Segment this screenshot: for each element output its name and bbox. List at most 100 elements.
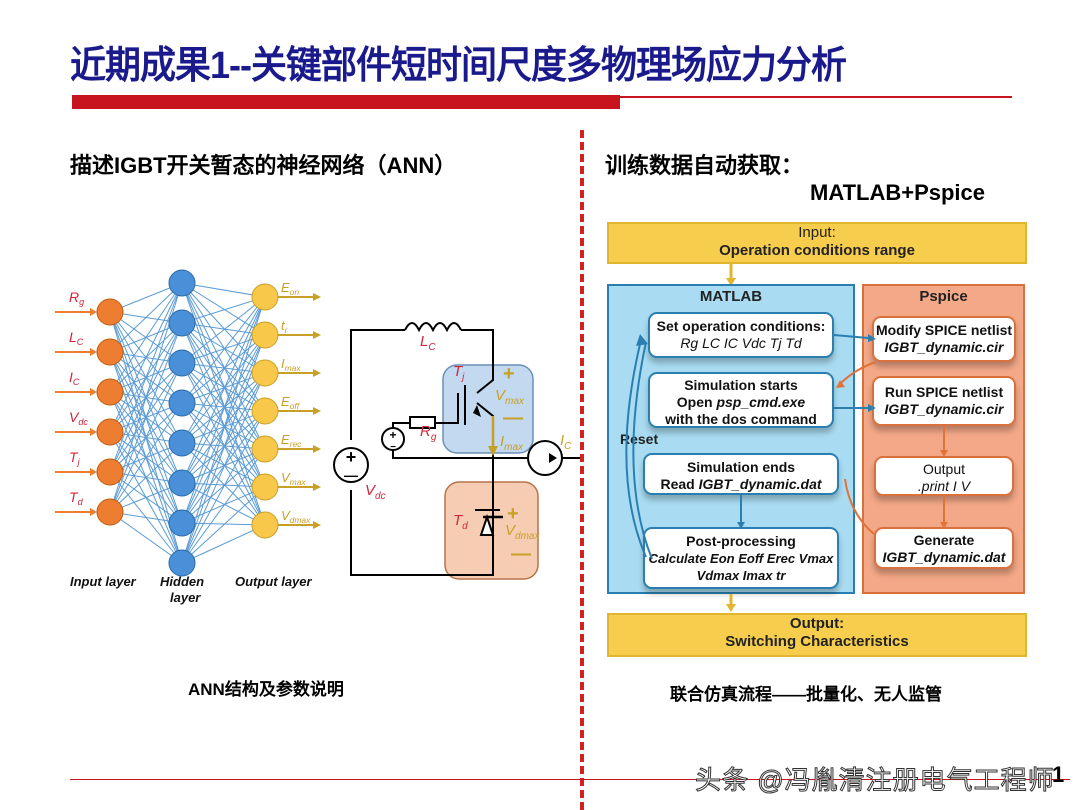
ann-edge bbox=[181, 402, 266, 488]
node-label: Eon bbox=[281, 280, 299, 297]
node-label: Vdmax bbox=[281, 508, 311, 525]
page-title: 近期成果1--关键部件短时间尺度多物理场应力分析 bbox=[70, 43, 847, 87]
ann-edge bbox=[181, 522, 266, 526]
node-label: tr bbox=[281, 318, 289, 335]
output-node bbox=[251, 435, 279, 463]
ann-edge bbox=[181, 410, 266, 444]
ann-edge bbox=[181, 372, 266, 564]
ann-edge bbox=[181, 296, 266, 564]
step-text: Open bbox=[676, 394, 717, 410]
ann-edge bbox=[181, 442, 266, 526]
flow-step-set-conditions: Set operation conditions: Rg LC IC Vdc T… bbox=[648, 312, 834, 358]
left-heading: 描述IGBT开关暂态的神经网络（ANN） bbox=[70, 153, 457, 178]
output-node bbox=[251, 321, 279, 349]
hidden-node bbox=[168, 389, 196, 417]
ann-edge bbox=[181, 322, 266, 450]
node-label: Eoff bbox=[281, 394, 301, 411]
right-subheading: MATLAB+Pspice bbox=[810, 180, 986, 205]
input-node bbox=[96, 338, 124, 366]
step-title: Modify SPICE netlist bbox=[875, 322, 1013, 338]
label-vdc: Vdc bbox=[365, 482, 386, 502]
input-node bbox=[96, 378, 124, 406]
hidden-layer-label: layer bbox=[170, 590, 201, 605]
title-underline-bar bbox=[72, 95, 620, 109]
hidden-node bbox=[168, 269, 196, 297]
output-arrow-head bbox=[313, 407, 321, 415]
ann-labels: RgLCICVdcTjTdEontrImaxEoffErecVmaxVdmaxI… bbox=[69, 280, 313, 605]
ann-edge bbox=[181, 524, 266, 564]
svg-text:+: + bbox=[389, 428, 396, 442]
input-arrow-head bbox=[90, 508, 97, 516]
right-caption: 联合仿真流程——批量化、无人监管 bbox=[670, 685, 942, 704]
label-ic: IC bbox=[560, 432, 572, 452]
flow-step-output-print: Output .print I V bbox=[874, 456, 1014, 496]
ann-edge bbox=[181, 442, 266, 450]
output-band-label: Output: bbox=[789, 615, 845, 632]
input-node bbox=[96, 458, 124, 486]
ann-edge bbox=[181, 482, 266, 488]
left-caption: ANN结构及参数说明 bbox=[188, 680, 344, 699]
ann-edge bbox=[181, 482, 266, 526]
node-label: IC bbox=[69, 369, 80, 387]
pspice-title: Pspice bbox=[919, 288, 968, 305]
svg-text:—: — bbox=[344, 467, 358, 483]
svg-text:−: − bbox=[390, 442, 396, 453]
label-tj: Tj bbox=[453, 363, 465, 383]
label-td: Td bbox=[453, 512, 468, 532]
node-label: Td bbox=[69, 489, 84, 507]
ann-edge bbox=[181, 402, 266, 412]
hidden-node bbox=[168, 429, 196, 457]
output-arrow-head bbox=[313, 369, 321, 377]
flow-step-generate-dat: Generate IGBT_dynamic.dat bbox=[874, 527, 1014, 569]
step-title: Output bbox=[922, 461, 966, 477]
output-node bbox=[251, 473, 279, 501]
ann-edge bbox=[181, 402, 266, 450]
igbt-plus-sign: + bbox=[503, 363, 515, 385]
ann-edge bbox=[109, 362, 183, 513]
hidden-node bbox=[168, 349, 196, 377]
input-layer-label: Input layer bbox=[70, 574, 137, 589]
page-number: 1 bbox=[1052, 762, 1065, 787]
diode-minus-sign: — bbox=[511, 543, 531, 565]
input-band: Input: Operation conditions range bbox=[607, 222, 1027, 264]
hidden-node bbox=[168, 309, 196, 337]
ann-edge bbox=[181, 322, 266, 412]
node-label: Erec bbox=[281, 432, 302, 449]
step-text: Calculate Eon Eoff Erec Vmax bbox=[648, 551, 834, 566]
ann-edge bbox=[181, 282, 266, 336]
hidden-layer-label: Hidden bbox=[160, 574, 204, 589]
input-arrow-head bbox=[90, 308, 97, 316]
ann-edge bbox=[109, 282, 183, 353]
flow-step-run-netlist: Run SPICE netlist IGBT_dynamic.cir bbox=[872, 376, 1016, 426]
step-filename: IGBT_dynamic.dat bbox=[882, 549, 1006, 565]
ann-edge bbox=[109, 322, 183, 513]
input-band-label: Input: bbox=[798, 224, 836, 241]
ann-edge bbox=[181, 410, 266, 564]
ann-edge bbox=[181, 334, 266, 564]
inductor-lc bbox=[404, 322, 462, 333]
step-filename: IGBT_dynamic.cir bbox=[884, 339, 1004, 355]
ann-diagram: RgLCICVdcTjTdEontrImaxEoffErecVmaxVdmaxI… bbox=[55, 269, 321, 605]
input-node bbox=[96, 418, 124, 446]
node-label: Imax bbox=[281, 356, 301, 373]
flow-arrows bbox=[726, 262, 736, 286]
flow-step-post-processing: Post-processing Calculate Eon Eoff Erec … bbox=[643, 527, 839, 589]
ann-edge bbox=[181, 282, 266, 298]
ann-edge bbox=[181, 362, 266, 526]
ann-edge bbox=[181, 362, 266, 450]
reset-label: Reset bbox=[620, 431, 659, 447]
output-arrow-head bbox=[313, 293, 321, 301]
step-text: with the dos command bbox=[665, 411, 817, 427]
output-node bbox=[251, 283, 279, 311]
ann-edge bbox=[181, 442, 266, 488]
output-arrow-head bbox=[313, 483, 321, 491]
right-heading: 训练数据自动获取： bbox=[605, 153, 804, 178]
input-arrow-head bbox=[90, 468, 97, 476]
step-filename: IGBT_dynamic.dat bbox=[698, 476, 822, 492]
step-filename: IGBT_dynamic.cir bbox=[884, 401, 1004, 417]
node-label: Rg bbox=[69, 289, 84, 307]
ann-edge bbox=[181, 448, 266, 484]
node-label: Tj bbox=[69, 449, 81, 467]
matlab-title: MATLAB bbox=[699, 288, 763, 305]
